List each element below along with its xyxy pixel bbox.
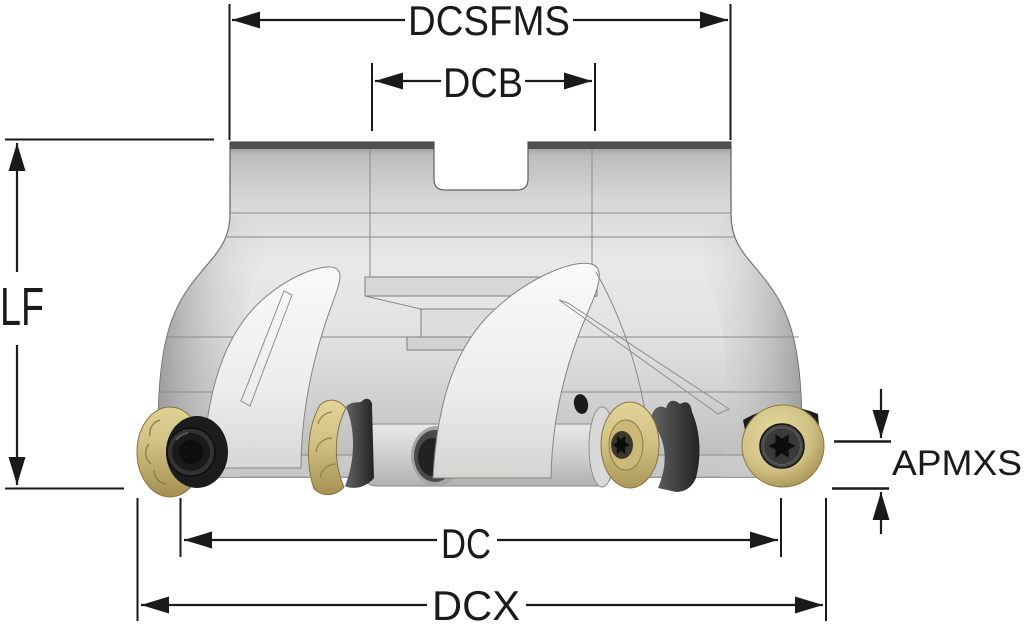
round-insert-mid-left xyxy=(307,398,374,496)
blade-center xyxy=(432,262,600,479)
lf-label: LF xyxy=(0,277,44,337)
blade-left-gash xyxy=(240,290,293,407)
apmxs-label: APMXS xyxy=(892,444,1022,483)
blade-left xyxy=(202,266,341,469)
insert-left-scallops xyxy=(145,419,167,485)
dimension-dcb: DCB xyxy=(371,59,596,131)
insert-midleft-clamp xyxy=(345,398,374,488)
insert-midleft-scallops xyxy=(315,411,337,479)
dimension-dcsfms: DCSFMS xyxy=(228,0,732,140)
dcb-label: DCB xyxy=(443,59,523,106)
hub-taper-left xyxy=(364,295,422,310)
torx-socket-large xyxy=(768,434,796,458)
insert-left-boss-core xyxy=(179,440,203,464)
top-chamfer-right xyxy=(528,142,731,149)
insert-left-highlight xyxy=(175,432,189,441)
insert-midright-clamp xyxy=(650,400,700,492)
inserts xyxy=(136,398,825,498)
round-insert-right xyxy=(741,404,825,488)
flare-gash xyxy=(558,299,731,415)
coolant-hole xyxy=(573,394,589,414)
dcx-label: DCX xyxy=(432,582,520,625)
torx-socket-small xyxy=(612,435,630,455)
top-chamfer-left xyxy=(230,142,434,149)
round-insert-left xyxy=(136,406,228,498)
dcsfms-label: DCSFMS xyxy=(408,0,570,44)
dimension-dcx: DCX xyxy=(136,498,827,625)
dimension-dc: DC xyxy=(179,498,782,567)
round-insert-mid-right xyxy=(588,400,700,492)
dimension-apmxs: APMXS xyxy=(832,389,1022,534)
cutter-body xyxy=(157,141,804,487)
dc-label: DC xyxy=(441,520,491,567)
dimension-lf: LF xyxy=(0,138,214,490)
chip-flutes xyxy=(202,262,731,479)
